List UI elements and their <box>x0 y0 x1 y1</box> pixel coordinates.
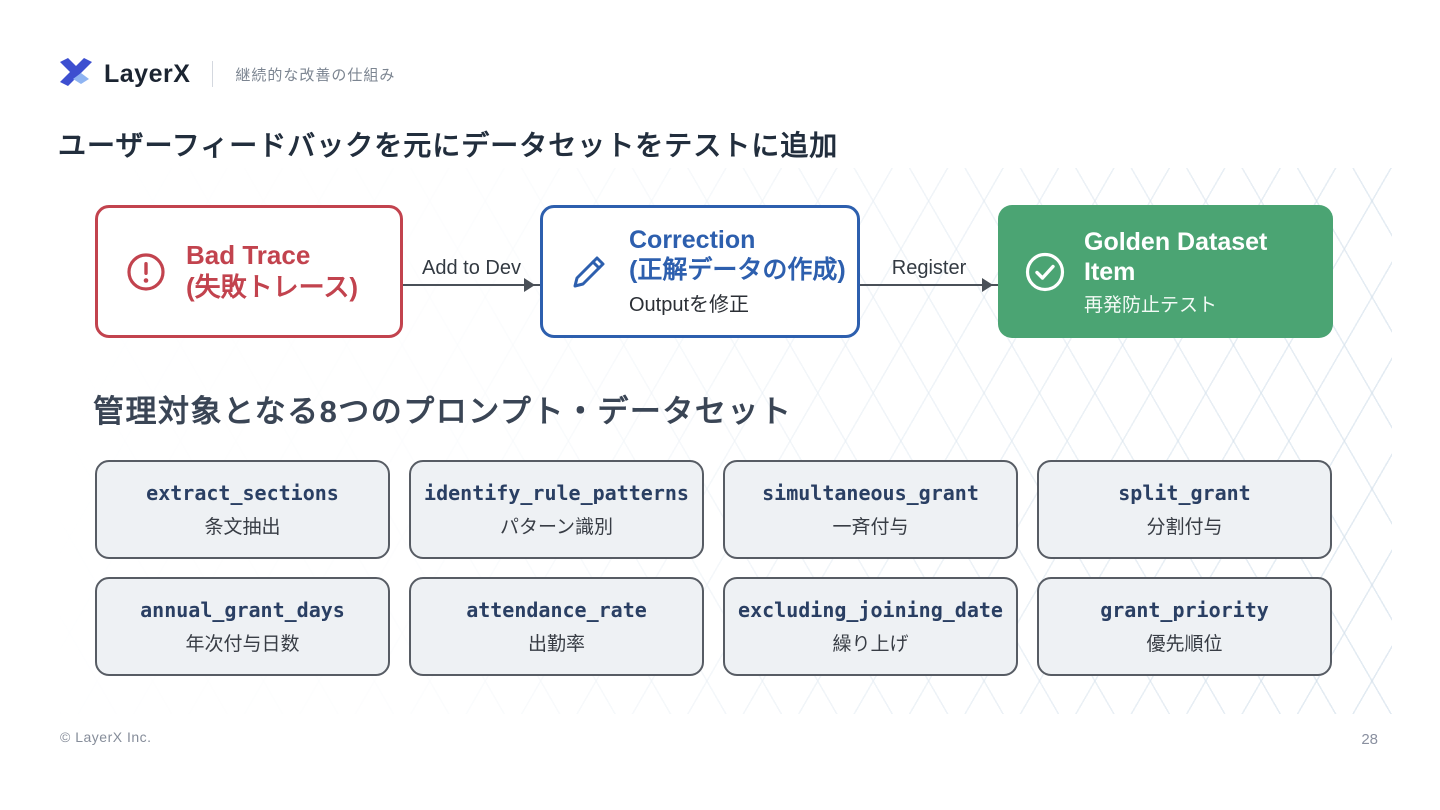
dataset-label: 繰り上げ <box>832 633 909 655</box>
dataset-card-annual-grant-days: annual_grant_days 年次付与日数 <box>95 577 390 676</box>
alert-circle-icon <box>127 252 165 291</box>
correction-note: Outputを修正 <box>629 294 750 316</box>
dataset-name: simultaneous_grant <box>762 480 979 505</box>
dataset-card-grant-priority: grant_priority 優先順位 <box>1037 577 1332 676</box>
dataset-label: 優先順位 <box>1146 633 1223 655</box>
brand-name: LayerX <box>104 59 191 88</box>
bad-trace-subtitle: (失敗トレース) <box>186 271 359 302</box>
bad-trace-title: Bad Trace <box>186 240 311 271</box>
dataset-card-excluding-joining-date: excluding_joining_date 繰り上げ <box>723 577 1018 676</box>
dataset-label: 一斉付与 <box>832 516 909 538</box>
section-title: 管理対象となる8つのプロンプト・データセット <box>93 394 793 429</box>
header: LayerX 継続的な改善の仕組み <box>58 56 395 92</box>
dataset-name: extract_sections <box>146 480 339 505</box>
dataset-card-simultaneous-grant: simultaneous_grant 一斉付与 <box>723 460 1018 559</box>
layerx-logo-icon <box>60 58 92 86</box>
pencil-icon <box>573 256 605 287</box>
dataset-grid: extract_sections 条文抽出 identify_rule_patt… <box>95 460 1332 676</box>
check-circle-icon <box>1025 252 1065 291</box>
dataset-card-extract-sections: extract_sections 条文抽出 <box>95 460 390 559</box>
page-title: ユーザーフィードバックを元にデータセットをテストに追加 <box>58 130 839 161</box>
golden-dataset-box: Golden Dataset Item 再発防止テスト <box>998 205 1333 338</box>
arrow-line-icon <box>403 278 540 292</box>
golden-dataset-title: Golden Dataset Item <box>1084 227 1268 286</box>
header-subtitle: 継続的な改善の仕組み <box>235 66 396 84</box>
correction-box: Correction (正解データの作成) Outputを修正 <box>540 205 860 338</box>
copyright: © LayerX Inc. <box>60 729 152 745</box>
arrow-register: Register <box>860 205 998 338</box>
correction-subtitle: (正解データの作成) <box>629 255 846 284</box>
dataset-name: excluding_joining_date <box>738 597 1003 622</box>
bad-trace-box: Bad Trace (失敗トレース) <box>95 205 403 338</box>
dataset-label: パターン識別 <box>499 516 614 538</box>
dataset-name: annual_grant_days <box>140 597 345 622</box>
dataset-name: grant_priority <box>1100 597 1269 622</box>
arrow-line-icon <box>860 278 998 292</box>
dataset-name: attendance_rate <box>466 597 647 622</box>
arrow-register-label: Register <box>891 257 967 279</box>
dataset-card-split-grant: split_grant 分割付与 <box>1037 460 1332 559</box>
dataset-name: identify_rule_patterns <box>424 480 689 505</box>
dataset-label: 年次付与日数 <box>185 633 300 655</box>
header-divider <box>212 61 214 87</box>
golden-dataset-note: 再発防止テスト <box>1084 294 1218 316</box>
page-number: 28 <box>1361 731 1378 748</box>
dataset-card-identify-rule-patterns: identify_rule_patterns パターン識別 <box>409 460 704 559</box>
dataset-name: split_grant <box>1118 480 1251 505</box>
dataset-label: 条文抽出 <box>204 516 281 538</box>
content-canvas: Bad Trace (失敗トレース) Add to Dev Correction <box>60 168 1392 714</box>
arrow-add-to-dev: Add to Dev <box>403 205 540 338</box>
dataset-label: 分割付与 <box>1146 516 1223 538</box>
dataset-card-attendance-rate: attendance_rate 出勤率 <box>409 577 704 676</box>
dataset-label: 出勤率 <box>527 633 585 655</box>
flow-diagram: Bad Trace (失敗トレース) Add to Dev Correction <box>95 205 1333 338</box>
arrow-add-to-dev-label: Add to Dev <box>422 257 521 279</box>
correction-title: Correction <box>629 226 756 254</box>
